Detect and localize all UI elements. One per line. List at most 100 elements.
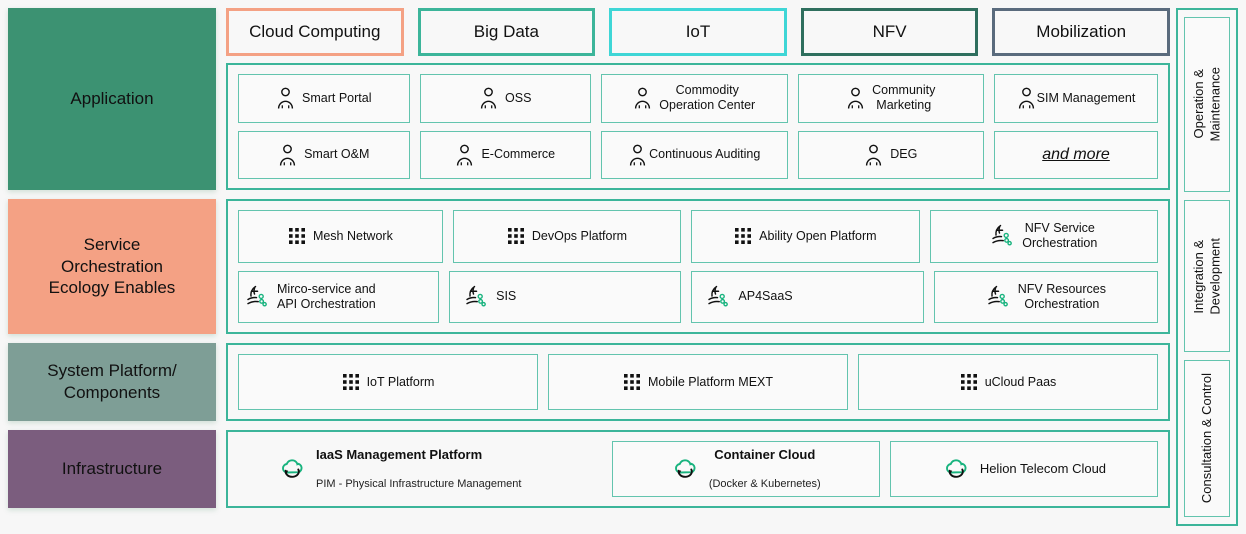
list-item[interactable]: Smart O&M — [238, 130, 410, 179]
list-item-label: IoT Platform — [366, 374, 435, 389]
list-item-subtitle: PIM - Physical Infrastructure Management — [316, 477, 522, 490]
list-item-label: Ability Open Platform — [759, 228, 877, 243]
orchestration-icon — [988, 285, 1008, 307]
list-item[interactable]: NFV Resources Orchestration — [933, 270, 1159, 323]
band-body-service: Mesh Network DevOps Platform — [226, 199, 1170, 334]
system-items-group: IoT Platform Mobile Platform MEXT — [226, 343, 1170, 421]
band-body-infrastructure: IaaS Management Platform PIM - Physical … — [226, 430, 1170, 508]
band-application: Application Cloud Computing Big Data IoT… — [8, 8, 1170, 190]
band-label-system-platform: System Platform/ Components — [8, 343, 216, 421]
sidebar-item-label: Consultation & Control — [1198, 373, 1214, 504]
list-item-label: Smart O&M — [304, 147, 370, 162]
person-icon — [1018, 87, 1034, 109]
list-item-label: SIM Management — [1036, 90, 1136, 105]
list-item-label: Mobile Platform MEXT — [647, 374, 774, 389]
band-label-service-orchestration: Service Orchestration Ecology Enables — [8, 199, 216, 334]
header-pill-iot[interactable]: IoT — [609, 8, 787, 56]
list-item[interactable]: Mesh Network — [238, 210, 443, 263]
list-item[interactable]: Smart Portal — [238, 74, 410, 123]
list-item[interactable]: SIM Management — [994, 74, 1158, 123]
list-item-label: AP4SaaS — [738, 289, 793, 304]
list-item-helion-cloud[interactable]: Helion Telecom Cloud — [889, 441, 1158, 497]
grid-dots-icon — [735, 228, 752, 245]
service-row-2: Mirco-service and API Orchestration — [238, 270, 1159, 323]
list-item[interactable]: Community Marketing — [797, 74, 984, 123]
header-pill-cloud-computing[interactable]: Cloud Computing — [226, 8, 404, 56]
list-item[interactable]: DevOps Platform — [452, 210, 682, 263]
list-item-label: E-Commerce — [481, 147, 556, 162]
header-pill-nfv[interactable]: NFV — [800, 8, 979, 56]
service-row-1: Mesh Network DevOps Platform — [238, 210, 1158, 263]
band-label-application: Application — [8, 8, 216, 190]
infrastructure-row-1: IaaS Management Platform PIM - Physical … — [238, 441, 1158, 497]
infrastructure-items-group: IaaS Management Platform PIM - Physical … — [226, 430, 1170, 508]
application-row-1: Smart Portal OSS — [238, 74, 1158, 123]
cloud-sync-icon — [674, 459, 696, 478]
list-item-label: and more — [1042, 146, 1110, 164]
person-icon — [279, 144, 296, 166]
person-icon — [635, 87, 651, 109]
list-item-label: IaaS Management Platform PIM - Physical … — [316, 432, 521, 506]
band-body-application: Cloud Computing Big Data IoT NFV Mobiliz… — [226, 8, 1170, 190]
list-item-iaas[interactable]: IaaS Management Platform PIM - Physical … — [238, 441, 602, 497]
right-sidebar: Operation & Maintenance Integration & De… — [1176, 8, 1238, 526]
list-item-label: Helion Telecom Cloud — [979, 461, 1107, 477]
orchestration-icon — [247, 285, 267, 307]
header-pill-label: IoT — [685, 22, 711, 41]
list-item-subtitle: (Docker & Kubernetes) — [708, 477, 821, 490]
person-icon — [848, 87, 864, 109]
list-item[interactable]: Mirco-service and API Orchestration — [238, 270, 440, 323]
list-item[interactable]: Continuous Auditing — [601, 130, 788, 179]
band-label-infrastructure: Infrastructure — [8, 430, 216, 508]
list-item[interactable]: NFV Service Orchestration — [929, 210, 1158, 263]
orchestration-icon — [708, 285, 729, 307]
orchestration-icon — [992, 225, 1013, 246]
band-body-system: IoT Platform Mobile Platform MEXT — [226, 343, 1170, 421]
person-icon — [480, 87, 497, 109]
list-item[interactable]: Commodity Operation Center — [601, 74, 788, 123]
list-item-and-more[interactable]: and more — [994, 130, 1158, 179]
list-item-label: DevOps Platform — [531, 228, 628, 243]
list-item-container-cloud[interactable]: Container Cloud (Docker & Kubernetes) — [611, 441, 880, 497]
band-system-platform: System Platform/ Components — [8, 343, 1170, 421]
list-item[interactable]: uCloud Paas — [858, 354, 1158, 410]
list-item-label: Mirco-service and API Orchestration — [277, 281, 376, 311]
list-item-label: Container Cloud (Docker & Kubernetes) — [709, 432, 821, 506]
sidebar-item-label: Integration & Development — [1190, 237, 1222, 315]
header-pill-mobilization[interactable]: Mobilization — [992, 8, 1170, 56]
list-item-title: IaaS Management Platform — [316, 447, 483, 463]
person-icon — [457, 144, 473, 166]
person-icon — [866, 144, 882, 166]
list-item[interactable]: SIS — [449, 270, 682, 323]
orchestration-icon — [466, 285, 487, 307]
band-infrastructure: Infrastructure IaaS Management — [8, 430, 1170, 508]
header-pill-label: Big Data — [473, 22, 539, 41]
grid-dots-icon — [960, 374, 977, 390]
list-item[interactable]: AP4SaaS — [691, 270, 924, 323]
list-item-label: Smart Portal — [302, 90, 372, 105]
system-row-1: IoT Platform Mobile Platform MEXT — [238, 354, 1158, 410]
list-item[interactable]: Mobile Platform MEXT — [548, 354, 848, 410]
band-service-orchestration: Service Orchestration Ecology Enables — [8, 199, 1170, 334]
list-item[interactable]: OSS — [419, 74, 591, 123]
list-item[interactable]: E-Commerce — [419, 130, 591, 179]
list-item-label: Mesh Network — [312, 228, 393, 243]
header-pill-big-data[interactable]: Big Data — [417, 8, 596, 56]
sidebar-item-operation-maintenance[interactable]: Operation & Maintenance — [1184, 17, 1230, 193]
list-item-title: Container Cloud — [714, 447, 816, 463]
header-pill-label: Cloud Computing — [249, 22, 381, 41]
sidebar-item-label: Operation & Maintenance — [1190, 67, 1222, 142]
header-pill-label: NFV — [872, 22, 907, 41]
list-item[interactable]: DEG — [797, 130, 984, 179]
list-item-label: Continuous Auditing — [649, 147, 761, 162]
application-row-2: Smart O&M E-Commerce — [238, 130, 1158, 179]
list-item[interactable]: IoT Platform — [238, 354, 538, 410]
service-items-group: Mesh Network DevOps Platform — [226, 199, 1170, 334]
list-item[interactable]: Ability Open Platform — [691, 210, 920, 263]
header-pill-label: Mobilization — [1036, 22, 1127, 41]
sidebar-item-consultation-control[interactable]: Consultation & Control — [1184, 359, 1230, 517]
sidebar-item-integration-development[interactable]: Integration & Development — [1184, 200, 1230, 352]
list-item-label: NFV Service Orchestration — [1022, 221, 1098, 251]
list-item-label: SIS — [496, 289, 517, 304]
